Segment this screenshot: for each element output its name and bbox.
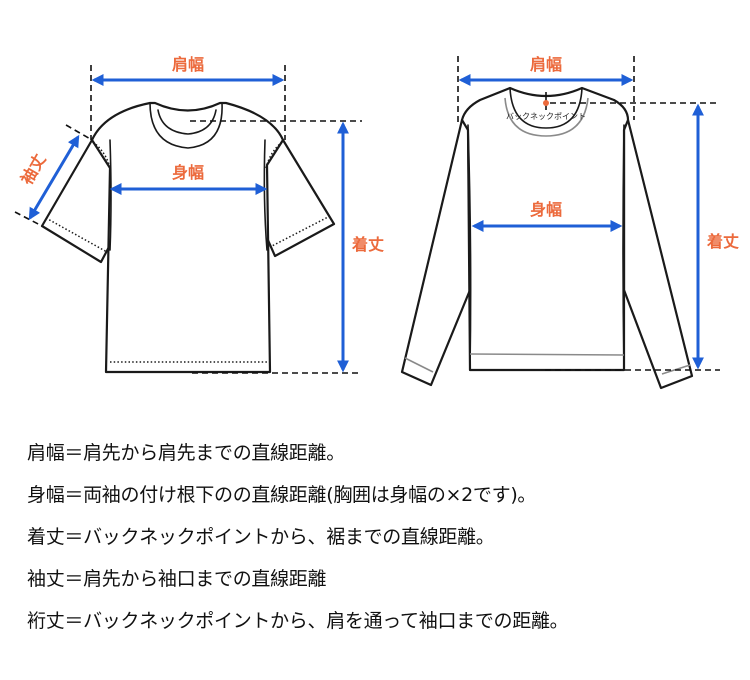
tshirt-right-sleeve: [264, 138, 336, 258]
longsleeve-left-sleeve: [400, 118, 472, 387]
definition-yuki-length: 裄丈＝バックネックポイントから、肩を通って袖口までの距離。: [27, 610, 569, 632]
longsleeve-shoulder-width-label: 肩幅: [530, 55, 562, 74]
tshirt-sleeve-length-arrow: [28, 134, 80, 221]
tshirt-body: [90, 101, 285, 374]
tshirt-sleeve-guide-top: [65, 124, 93, 141]
tshirt-sleeve-guide-bottom: [14, 211, 43, 227]
longsleeve-left-seam: [467, 124, 472, 371]
definition-total-length: 着丈＝バックネックポイントから、裾までの直線距離。: [27, 526, 495, 548]
back-neck-point-label: バックネックポイント: [506, 112, 586, 121]
tshirt-right-seam: [263, 139, 268, 251]
longsleeve-diagram: 肩幅 バックネックポイント 身幅 着丈: [400, 55, 739, 390]
measurement-diagram: 肩幅 身幅 袖丈 着丈 肩幅: [14, 55, 739, 390]
longsleeve-body-width-label: 身幅: [530, 200, 562, 219]
definition-shoulder-width: 肩幅＝肩先から肩先までの直線距離。: [27, 442, 345, 464]
tshirt-collar: [149, 102, 223, 149]
back-neck-point-dot: [543, 100, 549, 106]
tshirt-body-width-label: 身幅: [172, 163, 204, 182]
tshirt-diagram: 肩幅 身幅 袖丈 着丈: [14, 55, 384, 374]
longsleeve-right-sleeve: [622, 118, 694, 390]
tshirt-left-sleeve: [40, 138, 113, 264]
tshirt-left-seam: [109, 139, 112, 251]
longsleeve-right-seam: [622, 124, 625, 371]
longsleeve-total-length-label: 着丈: [706, 232, 739, 251]
tshirt-sleeve-length-label: 袖丈: [17, 151, 49, 188]
definition-sleeve-length: 袖丈＝肩先から袖口までの直線距離: [27, 568, 327, 590]
longsleeve-body: [460, 86, 630, 372]
measurement-definitions: 肩幅＝肩先から肩先までの直線距離。 身幅＝両袖の付け根下のの直線距離(胸囲は身幅…: [27, 432, 747, 642]
definition-body-width: 身幅＝両袖の付け根下のの直線距離(胸囲は身幅の×2です)。: [27, 484, 537, 506]
longsleeve-collar: [509, 87, 583, 129]
tshirt-shoulder-width-label: 肩幅: [172, 55, 204, 74]
tshirt-total-length-label: 着丈: [351, 235, 384, 254]
